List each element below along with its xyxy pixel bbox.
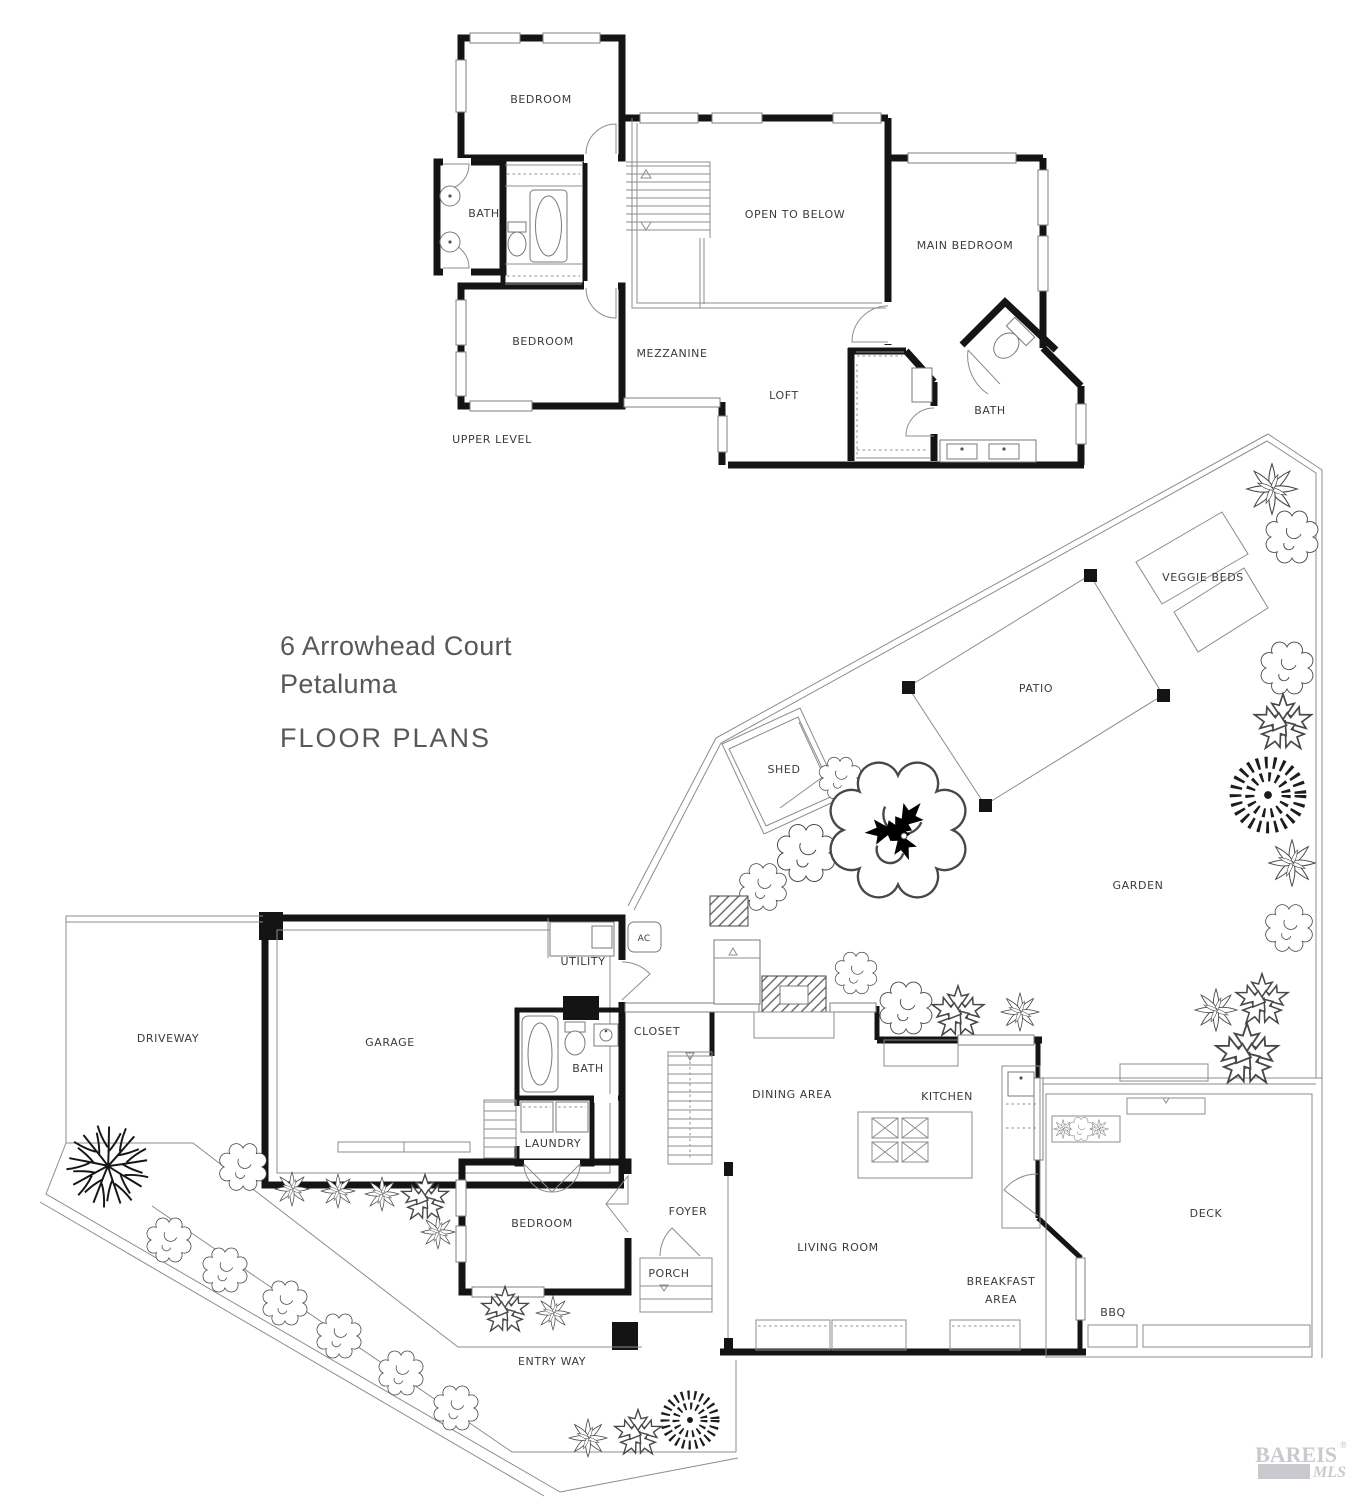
plant-icon [879,981,933,1035]
plant-icon [1054,1120,1073,1139]
room-label-utility: UTILITY [560,955,605,968]
room-label-loft: LOFT [769,389,799,402]
page-title: FLOOR PLANS [280,723,491,753]
plant-icon [1001,993,1039,1031]
property-boundary [627,433,1323,1358]
room-label-foyer: FOYER [669,1205,708,1218]
room-label-mezzanine: MEZZANINE [636,347,707,360]
plant-icon [929,986,987,1041]
room-label-breakfast-area-line2: AREA [985,1293,1017,1306]
area-label-driveway: DRIVEWAY [137,1032,199,1045]
area-label-shed: SHED [767,763,800,776]
room-label-closet: CLOSET [634,1025,680,1038]
plant-icon [219,1143,267,1191]
plant-icon [834,951,878,995]
room-label-dining-area: DINING AREA [752,1088,832,1101]
upper-windows [455,32,1087,453]
plant-icon [316,1313,362,1359]
plant-icon [202,1247,248,1293]
garden-site: GARDEN PATIO SHED VEGGIE BEDS [627,433,1323,1358]
plant-icon [262,1280,308,1326]
area-label-garden: GARDEN [1113,879,1164,892]
plant-icon [321,1174,355,1208]
plant-icon [365,1177,399,1211]
plant-icon [378,1350,424,1396]
registered-mark-icon: ® [1340,1440,1347,1450]
plant-icon [421,1215,455,1249]
title-block: 6 Arrowhead Court Petaluma FLOOR PLANS [280,631,512,753]
logo-bar [1258,1464,1310,1479]
room-label-main-bath: BATH [974,404,1006,417]
plant-icon [1233,974,1291,1029]
plant-icon [1265,510,1319,564]
main-labels: DRIVEWAY GARAGE UTILITY AC CLOSET BATH L… [137,934,1223,1368]
area-label-patio: PATIO [1019,682,1053,695]
room-label-bedroom-lower: BEDROOM [512,335,574,348]
brand-logo: BAREIS ® MLS [1255,1440,1347,1481]
plant-icon [1247,464,1297,514]
upper-fixtures [439,118,1037,463]
plant-icon [1090,1120,1109,1139]
upper-labels: BEDROOM BATH OPEN TO BELOW MAIN BEDROOM … [452,93,1013,446]
plant-icon [1260,641,1314,695]
room-label-laundry: LAUNDRY [525,1137,582,1150]
tree-icon [665,1395,715,1445]
tree-icon [1236,763,1301,828]
area-label-bbq: BBQ [1100,1306,1126,1319]
garden-plants [739,464,1319,1090]
plant-icon [569,1419,607,1457]
ac-unit-box [627,921,662,953]
plant-icon [1265,904,1313,952]
upper-level-plan: BEDROOM BATH OPEN TO BELOW MAIN BEDROOM … [433,32,1087,469]
stove-icon [871,1117,929,1163]
address-line-2: Petaluma [280,669,398,699]
plan-label-upper-level: UPPER LEVEL [452,433,532,446]
main-fixtures [337,895,1041,1351]
plant-icon [433,1385,479,1431]
room-label-bath: BATH [572,1062,604,1075]
plant-icon [776,823,836,883]
room-label-bedroom-top: BEDROOM [510,93,572,106]
tree-icon [829,761,967,899]
plant-icon [1269,840,1315,886]
room-label-porch: PORCH [648,1267,689,1280]
address-line-1: 6 Arrowhead Court [280,631,512,661]
deck-structure [1045,1063,1313,1358]
area-label-veggie-beds: VEGGIE BEDS [1162,571,1244,584]
room-label-bedroom: BEDROOM [511,1217,573,1230]
patio-structure [902,569,1170,812]
plant-icon [275,1172,309,1206]
plant-icon [536,1296,570,1330]
logo-brand-text: BAREIS [1255,1442,1337,1467]
room-label-open-to-below: OPEN TO BELOW [745,208,845,221]
room-label-kitchen: KITCHEN [921,1090,973,1103]
plant-icon [1212,1023,1282,1089]
label-ac-unit: AC [638,934,651,944]
main-level-plan: DRIVEWAY GARAGE UTILITY AC CLOSET BATH L… [39,895,1313,1497]
room-label-breakfast-area-line1: BREAKFAST [967,1275,1036,1288]
area-label-deck: DECK [1190,1207,1223,1220]
room-label-garage: GARAGE [365,1036,415,1049]
area-label-entry-way: ENTRY WAY [518,1355,586,1368]
plant-icon [146,1217,192,1263]
main-doors [513,960,1039,1257]
plant-icon [1251,694,1315,755]
veggie-beds-structure [1135,511,1269,653]
tree-icon [65,1124,149,1208]
room-label-living-room: LIVING ROOM [797,1241,878,1254]
logo-mls-text: MLS [1312,1464,1346,1481]
room-label-hall-bath: BATH [468,207,500,220]
room-label-main-bedroom: MAIN BEDROOM [917,239,1014,252]
plant-icon [1195,989,1237,1031]
